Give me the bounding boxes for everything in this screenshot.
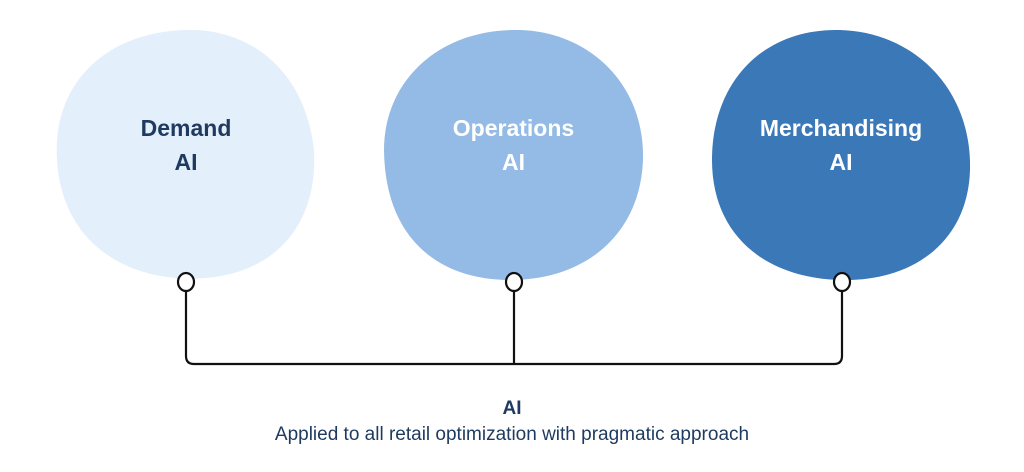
merchandising-ai-blob (712, 29, 971, 281)
operations-connector-dot (504, 271, 524, 293)
node-demand-ai: Demand AI (57, 30, 315, 280)
node-subtitle: AI (174, 149, 198, 175)
node-title: Merchandising (759, 115, 923, 141)
node-label: Merchandising AI (760, 111, 922, 179)
node-subtitle: AI (501, 149, 525, 175)
node-merchandising-ai: Merchandising AI (712, 30, 970, 280)
node-operations-ai: Operations AI (384, 30, 643, 280)
operations-ai-blob (384, 29, 644, 280)
demand-ai-blob (56, 29, 315, 279)
node-subtitle: AI (829, 149, 853, 175)
demand-connector-dot (176, 271, 196, 293)
node-title: Operations (452, 115, 575, 141)
node-label: Demand AI (141, 111, 232, 179)
node-title: Demand (140, 115, 232, 141)
connector-lines (184, 290, 844, 366)
footer-subtitle: Applied to all retail optimization with … (274, 424, 750, 445)
merchandising-connector-dot (832, 271, 852, 293)
footer-title: AI (502, 398, 522, 419)
node-label: Operations AI (453, 111, 574, 179)
connector-nodes (176, 271, 852, 293)
